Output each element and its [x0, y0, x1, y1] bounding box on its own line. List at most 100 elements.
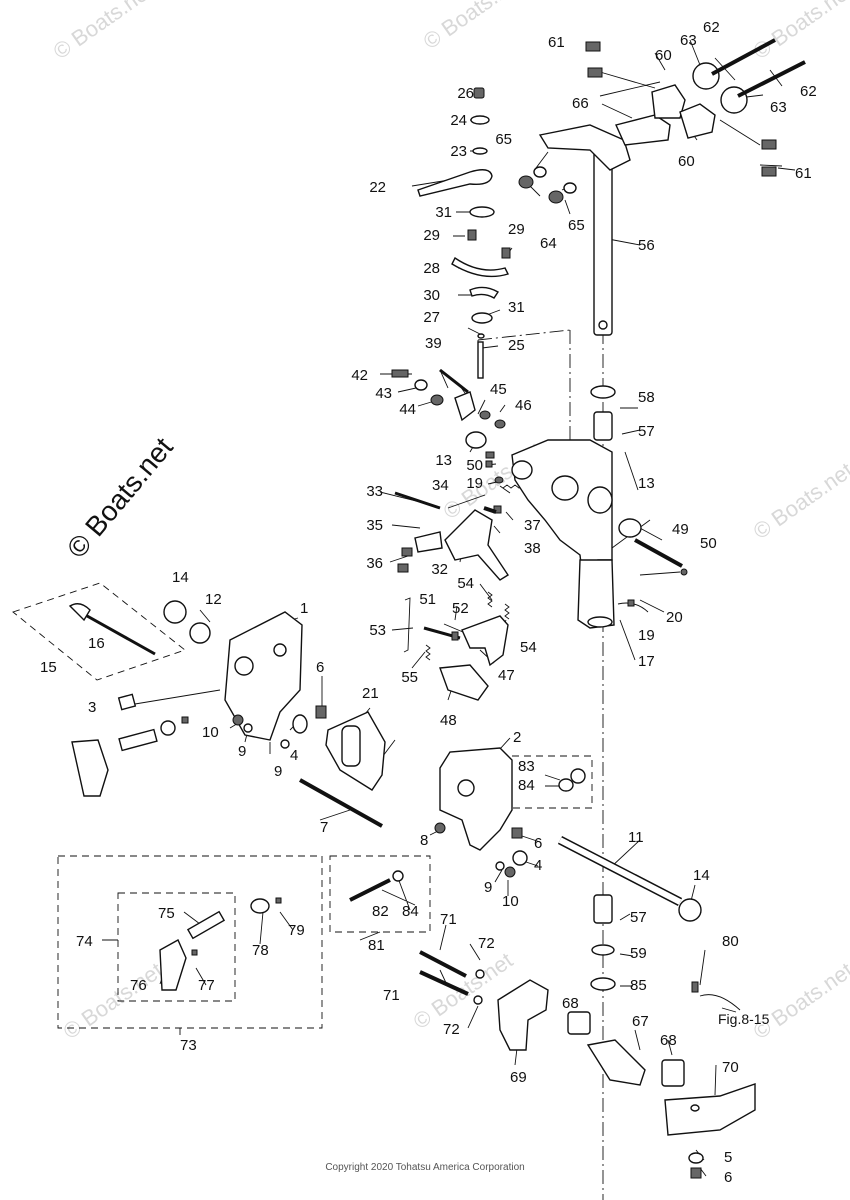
bolt-62b [737, 60, 806, 98]
callout-53: 53 [369, 622, 386, 639]
washer-9c [495, 861, 505, 871]
washer-85 [590, 977, 616, 991]
callout-69: 69 [510, 1069, 527, 1086]
bushing-14 [163, 600, 187, 624]
spring-54 [487, 591, 493, 608]
rubber-63 [692, 62, 720, 90]
copyright-text: Copyright 2020 Tohatsu America Corporati… [325, 1162, 524, 1173]
watermark-text: © Boats.net [749, 0, 850, 64]
callout-22: 22 [369, 179, 386, 196]
callout-44: 44 [399, 401, 416, 418]
callout-59: 59 [630, 945, 647, 962]
group-box-15 [12, 582, 186, 681]
lever-47 [461, 615, 509, 667]
spring-54b [504, 603, 510, 620]
plate-28 [451, 256, 509, 278]
callout-55: 55 [401, 669, 418, 686]
callout-32: 32 [431, 561, 448, 578]
callout-75: 75 [158, 905, 175, 922]
callout-13: 13 [435, 452, 452, 469]
washer-31 [469, 206, 495, 218]
callout-64: 64 [540, 235, 557, 252]
washer-31b [471, 312, 493, 324]
plate-3 [117, 693, 137, 711]
screw-36 [401, 547, 413, 557]
washer-65b [563, 182, 577, 194]
callout-27: 27 [423, 309, 440, 326]
callout-63: 63 [680, 32, 697, 49]
callout-12: 12 [205, 591, 222, 608]
callout-60: 60 [655, 47, 672, 64]
callout-26: 26 [457, 85, 474, 102]
callout-84: 84 [518, 777, 535, 794]
group-box-81 [329, 855, 431, 933]
callout-83: 83 [518, 758, 535, 775]
nut-10b [504, 866, 516, 878]
callout-85: 85 [630, 977, 647, 994]
washer-58 [590, 385, 616, 399]
callout-58: 58 [638, 389, 655, 406]
pad-68 [567, 1011, 591, 1035]
callout-50: 50 [466, 457, 483, 474]
plate-35 [414, 531, 443, 553]
callout-19: 19 [466, 475, 483, 492]
washer-72b [473, 995, 483, 1005]
group-boxes [12, 582, 593, 1029]
lever-handle-16 [68, 603, 91, 622]
bolt-71b [419, 970, 469, 996]
callout-36: 36 [366, 555, 383, 572]
watermark-text: © Boats.net [749, 457, 850, 544]
bushing-4b [512, 850, 528, 866]
callout-61: 61 [548, 34, 565, 51]
pad-68b [661, 1059, 685, 1087]
tiller-steering-assembly [391, 38, 806, 701]
callout-31b: 31 [508, 299, 525, 316]
callout-15: 15 [40, 659, 57, 676]
callout-67: 67 [632, 1013, 649, 1030]
washer-83 [570, 768, 586, 784]
lever-bracket [454, 391, 476, 422]
callout-81: 81 [368, 937, 385, 954]
callout-35: 35 [366, 517, 383, 534]
rubber-63b [720, 86, 748, 114]
screw-36b [397, 563, 409, 573]
watermarks: © Boats.net © Boats.net © Boats.net © Bo… [49, 0, 850, 1044]
mount-60b [679, 103, 716, 139]
callout-68: 68 [562, 995, 579, 1012]
stud-25 [477, 341, 484, 379]
callout-57b: 57 [630, 909, 647, 926]
washer-19 [494, 476, 504, 484]
nut-64b [548, 190, 564, 204]
callout-29b: 29 [508, 221, 525, 238]
callout-14: 14 [172, 569, 189, 586]
handle-70 [664, 1083, 756, 1136]
bolt-71 [419, 950, 467, 978]
washer-59 [591, 944, 615, 956]
clip-19 [627, 599, 635, 607]
bushing-12 [189, 622, 211, 644]
steering-arm [538, 124, 631, 171]
bushing-13 [465, 431, 487, 449]
screw-29b [501, 247, 511, 259]
callout-78: 78 [252, 942, 269, 959]
callout-48: 48 [440, 712, 457, 729]
washer-43 [414, 379, 428, 391]
callout-6c: 6 [724, 1169, 732, 1186]
callout-29: 29 [423, 227, 440, 244]
pad-67 [586, 1039, 646, 1086]
watermark-text: © Boats.net [749, 957, 850, 1044]
clamp-screw [118, 728, 158, 752]
callout-71b: 71 [383, 987, 400, 1004]
callout-28: 28 [423, 260, 440, 277]
pin-75 [186, 910, 226, 940]
bushing-13b [618, 518, 642, 538]
callout-9: 9 [238, 743, 246, 760]
callout-62b: 62 [800, 83, 817, 100]
callout-56: 56 [638, 237, 655, 254]
callout-77: 77 [198, 977, 215, 994]
callout-43: 43 [375, 385, 392, 402]
bushing-14b [678, 898, 702, 922]
callout-14b: 14 [693, 867, 710, 884]
callout-6: 6 [316, 659, 324, 676]
tilt-rod-7 [299, 778, 383, 828]
